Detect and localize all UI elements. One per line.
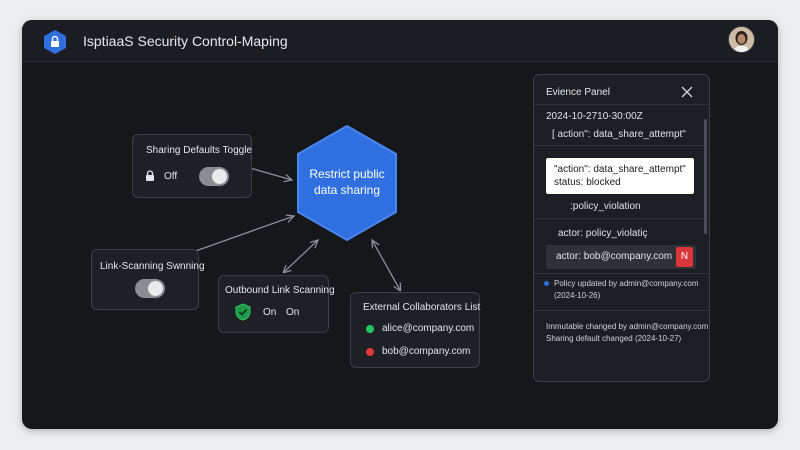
actor-line: actor: policy_violatiç (558, 228, 648, 239)
highlighted-evidence[interactable]: "action": data_share_attempt" status: bl… (546, 158, 694, 194)
lock-icon[interactable] (43, 29, 67, 55)
json-line: [ action": data_share_attempt" (552, 129, 686, 140)
connector-sharing (249, 167, 292, 180)
outbound-value-1: On (263, 307, 277, 318)
log-bullet (544, 281, 549, 286)
collaborator-email[interactable]: alice@company.com (382, 323, 475, 334)
close-icon[interactable] (680, 85, 694, 99)
timestamp: 2024-10-2710-30:00Z (546, 111, 643, 122)
divider (534, 104, 709, 105)
shield-check-icon (235, 303, 251, 321)
lock-icon (146, 170, 154, 181)
outbound-value-2: On (286, 307, 300, 318)
status-dot-green (366, 325, 374, 333)
avatar-icon (729, 27, 754, 52)
divider (534, 145, 709, 146)
connector-lines (189, 167, 778, 429)
toggle-knob (212, 169, 227, 184)
connector-collaborators (372, 240, 400, 290)
divider (534, 273, 709, 274)
central-policy-node[interactable] (295, 124, 399, 242)
user-avatar[interactable] (728, 26, 755, 53)
highlight-line-1: "action": data_share_attempt" (554, 164, 686, 175)
log-entry-2: Immutable changed by admin@company.com S… (546, 322, 709, 343)
connector-outbound (284, 240, 318, 272)
panel-scrollbar[interactable] (704, 119, 707, 234)
divider (534, 310, 709, 311)
sharing-defaults-state: Off (164, 171, 178, 182)
collaborators-card[interactable]: External Collaborators List alice@compan… (350, 292, 480, 368)
status-dot-red (366, 348, 374, 356)
outbound-scanning-card[interactable]: Outbound Link Scanning On On (218, 275, 335, 333)
actor-email: actor: bob@company.com (556, 251, 673, 262)
toggle-knob (148, 281, 163, 296)
policy-line: :policy_violation (570, 201, 641, 212)
actor-row[interactable]: actor: bob@company.com N (546, 245, 696, 269)
connector-link-scanning (189, 216, 294, 254)
central-node-label: Restrict public data sharing (309, 167, 385, 197)
title-bar: IsptiaaS Security Control-Maping (22, 20, 778, 62)
outbound-scanning-title: Outbound Link Scanning (225, 285, 335, 296)
link-scanning-toggle[interactable] (135, 279, 165, 298)
log-entry-1: Policy updated by admin@company.com (202… (554, 279, 699, 300)
divider (534, 218, 709, 219)
link-scanning-title: Link-Scanning Swnning (100, 261, 205, 272)
collaborator-email[interactable]: bob@company.com (382, 346, 471, 357)
app-window: IsptiaaS Security Control-Maping Sharing (22, 20, 778, 429)
link-scanning-card[interactable]: Link-Scanning Swnning (91, 249, 205, 310)
app-title: IsptiaaS Security Control-Maping (83, 33, 288, 49)
actor-badge: N (676, 247, 693, 267)
panel-title: Evience Panel (546, 87, 610, 98)
evidence-panel: Evience Panel 2024-10-2710-30:00Z [ acti… (533, 74, 710, 382)
sharing-defaults-toggle[interactable] (199, 167, 229, 186)
sharing-defaults-title: Sharing Defaults Toggle (146, 145, 252, 156)
highlight-line-2: status: blocked (554, 177, 621, 188)
sharing-defaults-card[interactable]: Sharing Defaults Toggle Off (132, 134, 252, 198)
collaborators-title: External Collaborators List (363, 302, 481, 313)
